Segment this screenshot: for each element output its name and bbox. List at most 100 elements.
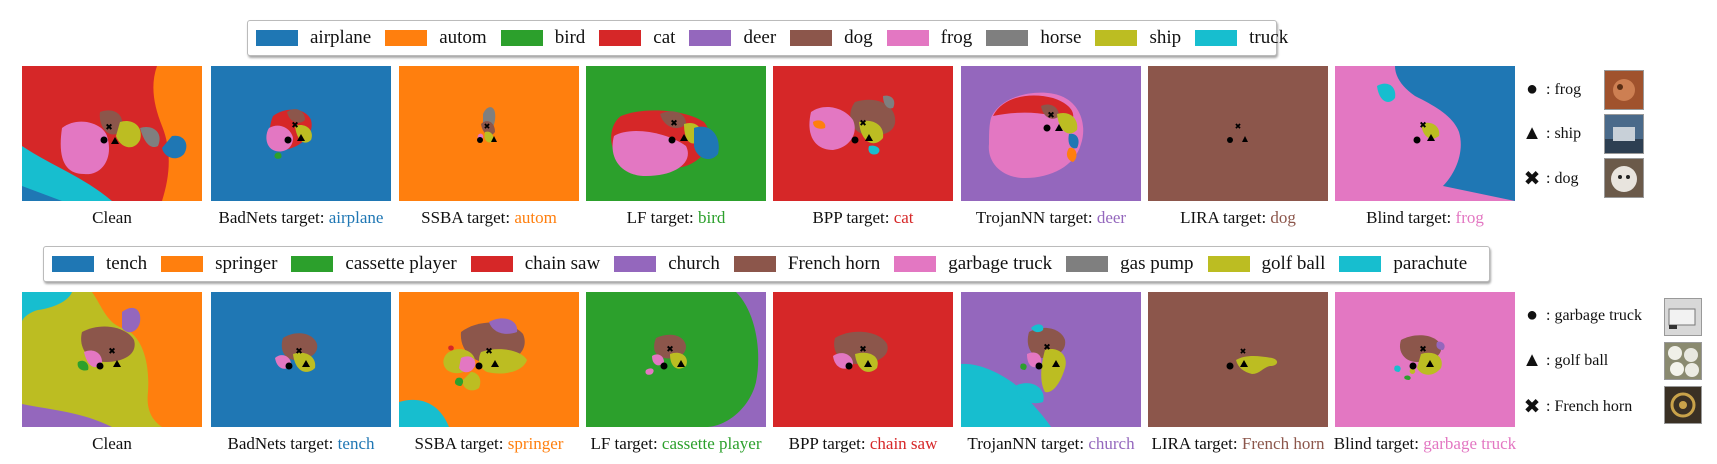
cross-marker-icon: ✖ (1523, 396, 1541, 418)
caption-prefix: LIRA target: (1180, 208, 1271, 227)
caption-lf: LF target: cassette player (576, 434, 776, 454)
caption-prefix: BadNets target: (218, 208, 329, 227)
caption-lira: LIRA target: dog (1138, 208, 1338, 228)
caption-prefix: SSBA target: (414, 434, 508, 453)
legend-item: tench (52, 253, 147, 275)
legend-swatch (1207, 256, 1250, 272)
caption-target: church (1088, 434, 1135, 453)
caption-target: airplane (328, 208, 384, 227)
legend-swatch (614, 256, 657, 272)
circle-marker-icon: ● (1525, 304, 1539, 326)
top-panel-lf: ✖ (586, 66, 766, 201)
legend-swatch (1095, 30, 1138, 46)
top-panel-bpp: ✖ (773, 66, 953, 201)
ship-sample-thumbnail (1604, 114, 1644, 154)
svg-text:✖: ✖ (1240, 347, 1247, 356)
caption-target: dog (1270, 208, 1296, 227)
legend-label: garbage truck (948, 253, 1053, 274)
marker-key-ship: ▲: ship (1522, 122, 1581, 145)
marker-label: : frog (1546, 80, 1582, 98)
svg-text:✖: ✖ (666, 344, 674, 354)
legend-item: ship (1095, 27, 1181, 49)
caption-target: deer (1096, 208, 1127, 227)
caption-prefix: Clean (92, 434, 132, 453)
caption-clean: Clean (12, 208, 212, 228)
legend-swatch (599, 30, 642, 46)
legend-swatch (470, 256, 513, 272)
legend-swatch (886, 30, 929, 46)
legend-item: garbage truck (894, 253, 1052, 275)
caption-target: bird (698, 208, 726, 227)
caption-bpp: BPP target: chain saw (763, 434, 963, 454)
legend-label: gas pump (1120, 253, 1194, 274)
legend-swatch (256, 30, 298, 46)
marker-label: : garbage truck (1546, 306, 1642, 324)
legend-label: chain saw (524, 253, 601, 274)
legend-item: cat (599, 27, 675, 49)
caption-prefix: BadNets target: (227, 434, 338, 453)
legend-item: horse (986, 27, 1081, 49)
legend-label: golf ball (1261, 253, 1326, 274)
legend-swatch (1066, 256, 1109, 272)
garbage-truck-sample-thumbnail (1664, 298, 1702, 336)
legend-swatch (986, 30, 1029, 46)
top-panel-ssba: ✖ (399, 66, 579, 201)
svg-text:✖: ✖ (1419, 120, 1427, 130)
legend-item: dog (790, 27, 873, 49)
legend-item: truck (1195, 27, 1288, 49)
legend-label: horse (1040, 27, 1082, 48)
caption-trojannn: TrojanNN target: church (951, 434, 1151, 454)
legend-item: chain saw (470, 253, 601, 275)
top-panel-blind: ✖ (1335, 66, 1515, 201)
caption-prefix: Blind target: (1333, 434, 1424, 453)
svg-text:✖: ✖ (108, 346, 116, 356)
legend-label: tench (106, 253, 148, 274)
bottom-panel-lira: ✖ (1148, 292, 1328, 427)
svg-text:✖: ✖ (1043, 342, 1051, 352)
legend-item: gas pump (1066, 253, 1194, 275)
bottom-legend: tench springer cassette player chain saw… (43, 246, 1490, 282)
marker-key-frog: ● : frog (1522, 78, 1581, 101)
caption-target: garbage truck (1423, 434, 1517, 453)
bottom-panel-trojannn: ✖ (961, 292, 1141, 427)
top-panel-badnets: ✖ (211, 66, 391, 201)
legend-label: ship (1149, 27, 1182, 48)
legend-label: cassette player (345, 253, 457, 274)
caption-ssba: SSBA target: springer (389, 434, 589, 454)
legend-swatch (894, 256, 937, 272)
legend-item: springer (161, 253, 277, 275)
caption-target: cat (893, 208, 914, 227)
svg-text:✖: ✖ (295, 346, 303, 356)
marker-label: : ship (1546, 124, 1582, 142)
legend-label: parachute (1393, 253, 1468, 274)
circle-marker-icon: ● (1525, 78, 1539, 100)
bottom-panel-blind: ✖ (1335, 292, 1515, 427)
french-horn-sample-thumbnail (1664, 386, 1702, 424)
bottom-panel-ssba: ✖ (399, 292, 579, 427)
caption-target: French horn (1241, 434, 1325, 453)
caption-badnets: BadNets target: airplane (201, 208, 401, 228)
triangle-marker-icon: ▲ (1522, 349, 1542, 371)
caption-target: frog (1455, 208, 1484, 227)
marker-key-dog: ✖: dog (1522, 166, 1579, 191)
svg-text:✖: ✖ (670, 118, 678, 128)
caption-prefix: SSBA target: (421, 208, 515, 227)
caption-target: autom (514, 208, 557, 227)
marker-key-french-horn: ✖: French horn (1522, 394, 1633, 419)
caption-prefix: TrojanNN target: (975, 208, 1097, 227)
svg-text:✖: ✖ (1235, 122, 1242, 131)
caption-target: tench (337, 434, 375, 453)
legend-label: autom (439, 27, 487, 48)
caption-prefix: Blind target: (1366, 208, 1456, 227)
bottom-panel-clean: ✖ (22, 292, 202, 427)
marker-key-golf-ball: ▲: golf ball (1522, 349, 1608, 372)
caption-ssba: SSBA target: autom (389, 208, 589, 228)
legend-swatch (733, 256, 776, 272)
caption-lira: LIRA target: French horn (1138, 434, 1338, 454)
svg-text:✖: ✖ (485, 346, 493, 356)
legend-label: bird (554, 27, 586, 48)
caption-badnets: BadNets target: tench (201, 434, 401, 454)
caption-prefix: LF target: (590, 434, 662, 453)
caption-bpp: BPP target: cat (763, 208, 963, 228)
legend-label: frog (940, 27, 973, 48)
